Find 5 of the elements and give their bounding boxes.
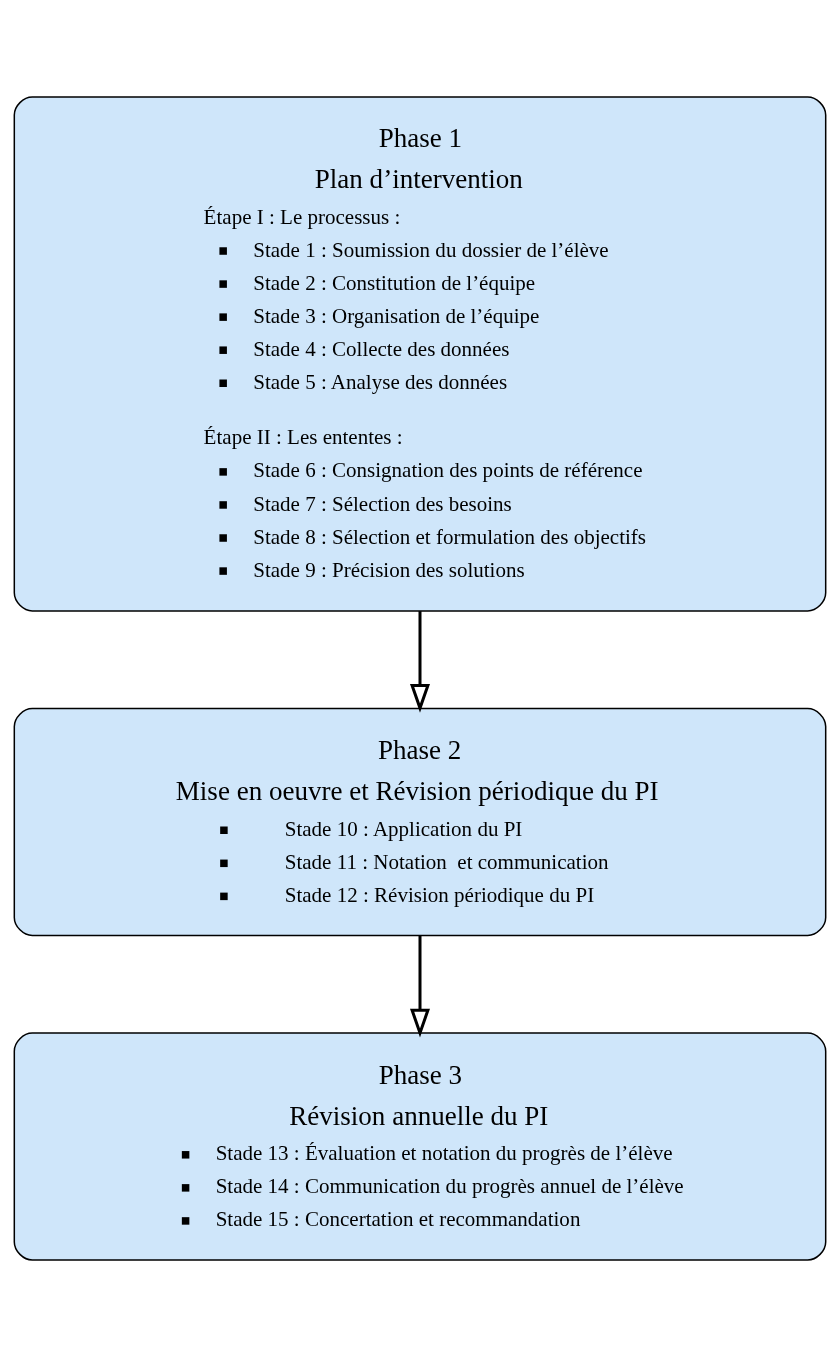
node-box: Phase 3 Révision annuelle du PI Stade 13 : Évaluation et notation du progrès de l’élève Stade 14 : Communication du progrès annuel de l’élève Stade 15 : Concertation et recommandation [13,1032,827,1261]
node-box: Phase 1 Plan d’intervention Étape I : Le processus : Stade 1 : Soumission du dossier de l’élève Stade 2 : Constitution de l’équipe Stade 3 : Organisation de l’équipe Stade 4 : Collecte des données Stade 5 : Analyse des données Étape II : Les ententes : Stade 6 : Consignation des points de référence Stade 7 : Sélection des besoins Stade 8 : Sélection et formulation des objectifs Stade 9 : Précision des solutions [13,96,827,612]
node-box: Phase 2 Mise en oeuvre et Révision périodique du PI Stade 10 : Application du PI Stade 11 : Notation et communication Stade 12 : Révision périodique du PI [13,707,827,937]
arrow [410,611,430,713]
arrow [410,935,430,1038]
